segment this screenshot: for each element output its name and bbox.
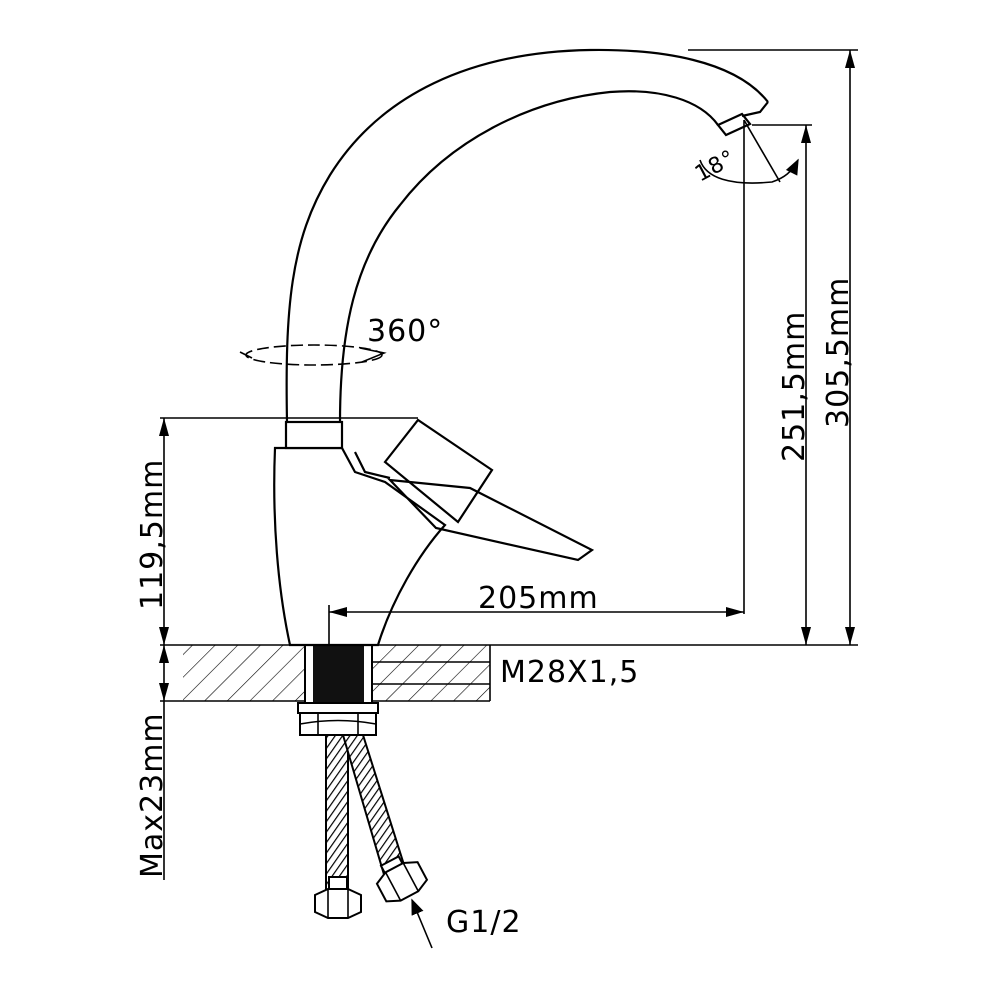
reach-label: 205mm (478, 581, 599, 616)
rotation-indicator: 360° (239, 314, 443, 366)
body-height-label: 119,5mm (135, 459, 170, 610)
total-height-label: 305,5mm (821, 277, 856, 428)
dimension-total-height: 305,5mm (688, 49, 858, 645)
dimension-body-height: 119,5mm (135, 417, 418, 645)
dimension-max-counter: Max23mm (135, 645, 170, 880)
tilt-indicator: 18° (691, 119, 799, 200)
countertop-section (160, 644, 858, 702)
faucet-body (273, 446, 447, 647)
dimension-spout-height: 251,5mm (752, 124, 812, 645)
threaded-shank (304, 644, 490, 704)
thread-label: M28X1,5 (500, 655, 639, 690)
hose-connection-label: G1/2 (446, 905, 522, 940)
spout-height-label: 251,5mm (777, 311, 812, 462)
supply-hoses (314, 734, 429, 919)
max-counter-label: Max23mm (135, 712, 170, 878)
lever-handle (354, 418, 595, 562)
hose-connection-callout: G1/2 (411, 898, 522, 949)
mounting-nut (297, 702, 379, 736)
swivel-spout (284, 48, 769, 450)
rotation-angle-label: 360° (367, 314, 443, 349)
dimension-reach: 205mm (328, 200, 745, 645)
